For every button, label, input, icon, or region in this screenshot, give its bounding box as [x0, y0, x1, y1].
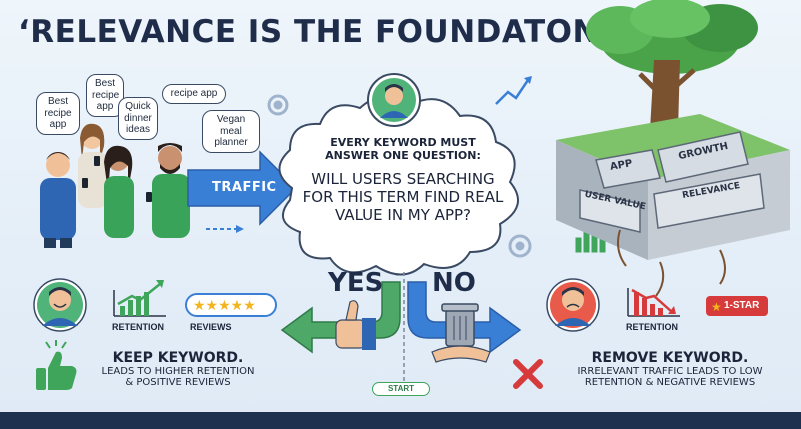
- remove-keyword-heading: REMOVE KEYWORD.: [591, 350, 749, 366]
- question-text: EVERY KEYWORD MUST ANSWER ONE QUESTION: …: [296, 136, 510, 224]
- keep-keyword-line: & POSITIVE REVIEWS: [125, 377, 231, 388]
- five-star-rating: ★★★★★: [185, 293, 277, 317]
- question-line: VALUE IN MY APP?: [335, 206, 471, 224]
- traffic-arrow: [187, 150, 298, 226]
- remove-keyword-line: IRRELEVANT TRAFFIC LEADS TO LOW: [577, 366, 763, 377]
- search-bubble: Best recipe app: [36, 92, 80, 135]
- question-line: WILL USERS SEARCHING: [311, 170, 495, 188]
- thumbs-up-icon: [36, 340, 77, 390]
- start-pill: START: [372, 382, 430, 396]
- keep-keyword-line: LEADS TO HIGHER RETENTION: [101, 366, 255, 377]
- question-cloud: [278, 73, 519, 276]
- happy-avatar: [33, 278, 87, 332]
- search-bubble: recipe app: [162, 84, 226, 104]
- page-title: ‘RELEVANCE IS THE FOUNDATON.: [18, 14, 612, 50]
- keep-keyword-heading: KEEP KEYWORD.: [112, 350, 244, 366]
- retention-label: RETENTION: [112, 322, 165, 332]
- no-label: NO: [432, 268, 476, 298]
- traffic-label: TRAFFIC: [212, 180, 277, 195]
- retention-label: RETENTION: [626, 322, 679, 332]
- sad-avatar: [546, 278, 600, 332]
- reviews-label: REVIEWS: [190, 322, 232, 332]
- red-x-icon: [513, 359, 543, 389]
- one-star-badge: ★: [706, 296, 768, 316]
- small-trend-arrow: [495, 79, 530, 105]
- remove-keyword-text: REMOVE KEYWORD. IRRELEVANT TRAFFIC LEADS…: [556, 350, 784, 388]
- question-line: ANSWER ONE QUESTION:: [325, 149, 481, 162]
- footer-band: [0, 412, 801, 429]
- yes-label: YES: [328, 268, 384, 298]
- search-bubble: Best recipe app: [86, 74, 124, 117]
- no-arrow: [407, 281, 522, 363]
- search-bubble: Quick dinner ideas: [118, 97, 158, 140]
- question-line: FOR THIS TERM FIND REAL: [302, 188, 504, 206]
- people-group: [40, 123, 202, 248]
- gear-icon: [267, 94, 532, 258]
- svg-text:★★★★★: ★★★★★: [193, 298, 256, 314]
- retention-down-chart: [627, 288, 680, 317]
- yes-arrow: [280, 281, 401, 354]
- remove-keyword-line: RETENTION & NEGATIVE REVIEWS: [584, 377, 756, 388]
- search-bubble: Vegan meal planner: [202, 110, 260, 153]
- one-star-badge-label: 1-STAR: [724, 300, 760, 311]
- svg-text:★: ★: [711, 300, 722, 314]
- tree-illustration: [556, 0, 790, 297]
- retention-up-chart: [113, 280, 166, 317]
- keep-keyword-text: KEEP KEYWORD. LEADS TO HIGHER RETENTION …: [88, 350, 268, 388]
- question-line: EVERY KEYWORD MUST: [330, 136, 476, 149]
